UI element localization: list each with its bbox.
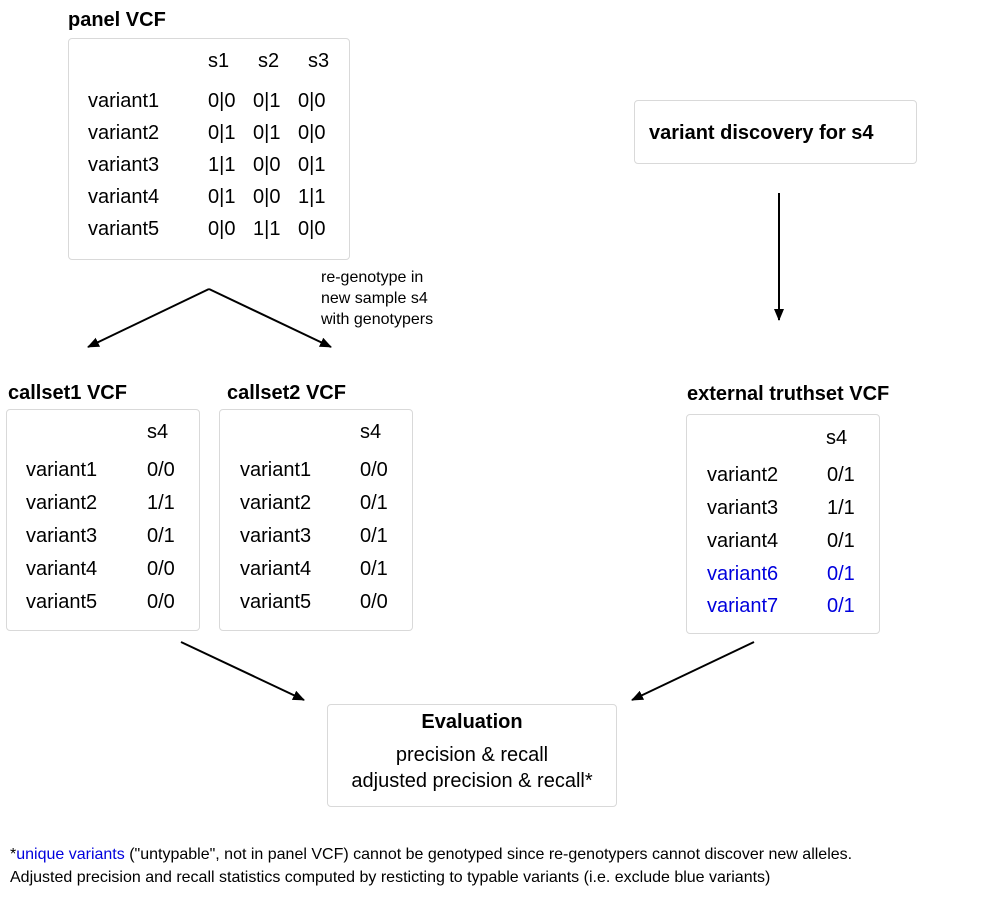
variant-label: variant3 bbox=[240, 525, 312, 547]
variant-label: variant1 bbox=[88, 90, 160, 112]
footnote-text: ("untypable", not in panel VCF) cannot b… bbox=[124, 846, 853, 863]
truthset-vcf-table: s4 variant2 0/1 variant3 1/1 variant4 0/… bbox=[686, 414, 880, 634]
evaluation-box: Evaluation precision & recall adjusted p… bbox=[327, 704, 617, 807]
variant-discovery-label: variant discovery for s4 bbox=[649, 122, 874, 144]
genotype-cell: 0|0 bbox=[208, 218, 236, 240]
genotype-cell: 0|0 bbox=[253, 186, 281, 208]
footnote-line-1: *unique variants ("untypable", not in pa… bbox=[10, 844, 852, 866]
panel-vcf-title: panel VCF bbox=[68, 9, 166, 31]
regenotype-note-line: with genotypers bbox=[321, 311, 434, 328]
callset2-vcf-title: callset2 VCF bbox=[227, 382, 346, 404]
genotype-cell: 0|1 bbox=[253, 122, 281, 144]
unique-genotype-cell: 0/1 bbox=[827, 563, 855, 585]
unique-variant-label: variant6 bbox=[707, 563, 779, 585]
callset2-vcf-table: s4 variant1 0/0 variant2 0/1 variant3 0/… bbox=[219, 409, 413, 631]
genotype-cell: 0/1 bbox=[360, 525, 388, 547]
genotype-cell: 0|0 bbox=[298, 218, 326, 240]
arrow-truthset-to-evaluation bbox=[631, 641, 755, 701]
variant-label: variant3 bbox=[707, 497, 779, 519]
genotype-cell: 0/0 bbox=[360, 459, 388, 481]
variant-label: variant3 bbox=[88, 154, 160, 176]
genotype-cell: 1/1 bbox=[147, 492, 175, 514]
genotype-cell: 0|1 bbox=[298, 154, 326, 176]
genotype-cell: 0|0 bbox=[208, 90, 236, 112]
genotype-cell: 0/1 bbox=[827, 464, 855, 486]
genotype-cell: 0|0 bbox=[253, 154, 281, 176]
variant-label: variant2 bbox=[240, 492, 312, 514]
genotype-cell: 0/0 bbox=[147, 558, 175, 580]
genotype-cell: 0|0 bbox=[298, 122, 326, 144]
footnote-line-2: Adjusted precision and recall statistics… bbox=[10, 869, 771, 886]
variant-label: variant4 bbox=[88, 186, 160, 208]
callset1-vcf-table: s4 variant1 0/0 variant2 1/1 variant3 0/… bbox=[6, 409, 200, 631]
column-header-s4: s4 bbox=[826, 427, 848, 449]
genotype-cell: 0/1 bbox=[827, 530, 855, 552]
variant-discovery-box: variant discovery for s4 bbox=[634, 100, 917, 164]
genotype-cell: 0/0 bbox=[147, 591, 175, 613]
regenotype-note-line: re-genotype in bbox=[321, 269, 424, 286]
genotype-cell: 0|0 bbox=[298, 90, 326, 112]
footnote-star: * bbox=[10, 846, 17, 863]
regenotype-note-line: new sample s4 bbox=[321, 290, 428, 307]
evaluation-line-adjusted: adjusted precision & recall* bbox=[351, 770, 593, 792]
arrow-panel-to-callset1 bbox=[87, 288, 210, 348]
column-header-s4: s4 bbox=[360, 421, 382, 443]
genotype-cell: 0/0 bbox=[360, 591, 388, 613]
evaluation-title: Evaluation bbox=[421, 711, 523, 733]
variant-label: variant1 bbox=[240, 459, 312, 481]
panel-vcf-table: s1 s2 s3 variant1 0|0 0|1 0|0 variant2 0… bbox=[68, 38, 350, 260]
callset1-vcf-title: callset1 VCF bbox=[8, 382, 127, 404]
variant-label: variant5 bbox=[26, 591, 98, 613]
variant-label: variant2 bbox=[707, 464, 779, 486]
variant-label: variant4 bbox=[240, 558, 312, 580]
variant-label: variant1 bbox=[26, 459, 98, 481]
column-header-s4: s4 bbox=[147, 421, 169, 443]
variant-label: variant4 bbox=[26, 558, 98, 580]
unique-genotype-cell: 0/1 bbox=[827, 595, 855, 617]
variant-label: variant2 bbox=[26, 492, 98, 514]
truthset-vcf-title: external truthset VCF bbox=[687, 383, 890, 405]
genotype-cell: 0|1 bbox=[253, 90, 281, 112]
column-header-s3: s3 bbox=[308, 50, 330, 72]
genotype-cell: 0/1 bbox=[360, 492, 388, 514]
genotype-cell: 0|1 bbox=[208, 122, 236, 144]
unique-variant-label: variant7 bbox=[707, 595, 779, 617]
variant-label: variant3 bbox=[26, 525, 98, 547]
genotype-cell: 0|1 bbox=[208, 186, 236, 208]
genotype-cell: 0/1 bbox=[360, 558, 388, 580]
variant-label: variant2 bbox=[88, 122, 160, 144]
arrow-panel-to-callset2 bbox=[208, 288, 332, 348]
evaluation-line-precision-recall: precision & recall bbox=[395, 744, 549, 766]
genotype-cell: 1|1 bbox=[298, 186, 326, 208]
column-header-s2: s2 bbox=[258, 50, 280, 72]
variant-label: variant5 bbox=[240, 591, 312, 613]
genotype-cell: 1/1 bbox=[827, 497, 855, 519]
genotype-cell: 1|1 bbox=[253, 218, 281, 240]
genotype-cell: 0/0 bbox=[147, 459, 175, 481]
unique-variants-highlight: unique variants bbox=[16, 846, 125, 863]
variant-label: variant4 bbox=[707, 530, 779, 552]
variant-label: variant5 bbox=[88, 218, 160, 240]
genotype-cell: 1|1 bbox=[208, 154, 236, 176]
column-header-s1: s1 bbox=[208, 50, 230, 72]
genotype-cell: 0/1 bbox=[147, 525, 175, 547]
arrow-callsets-to-evaluation bbox=[180, 641, 305, 701]
